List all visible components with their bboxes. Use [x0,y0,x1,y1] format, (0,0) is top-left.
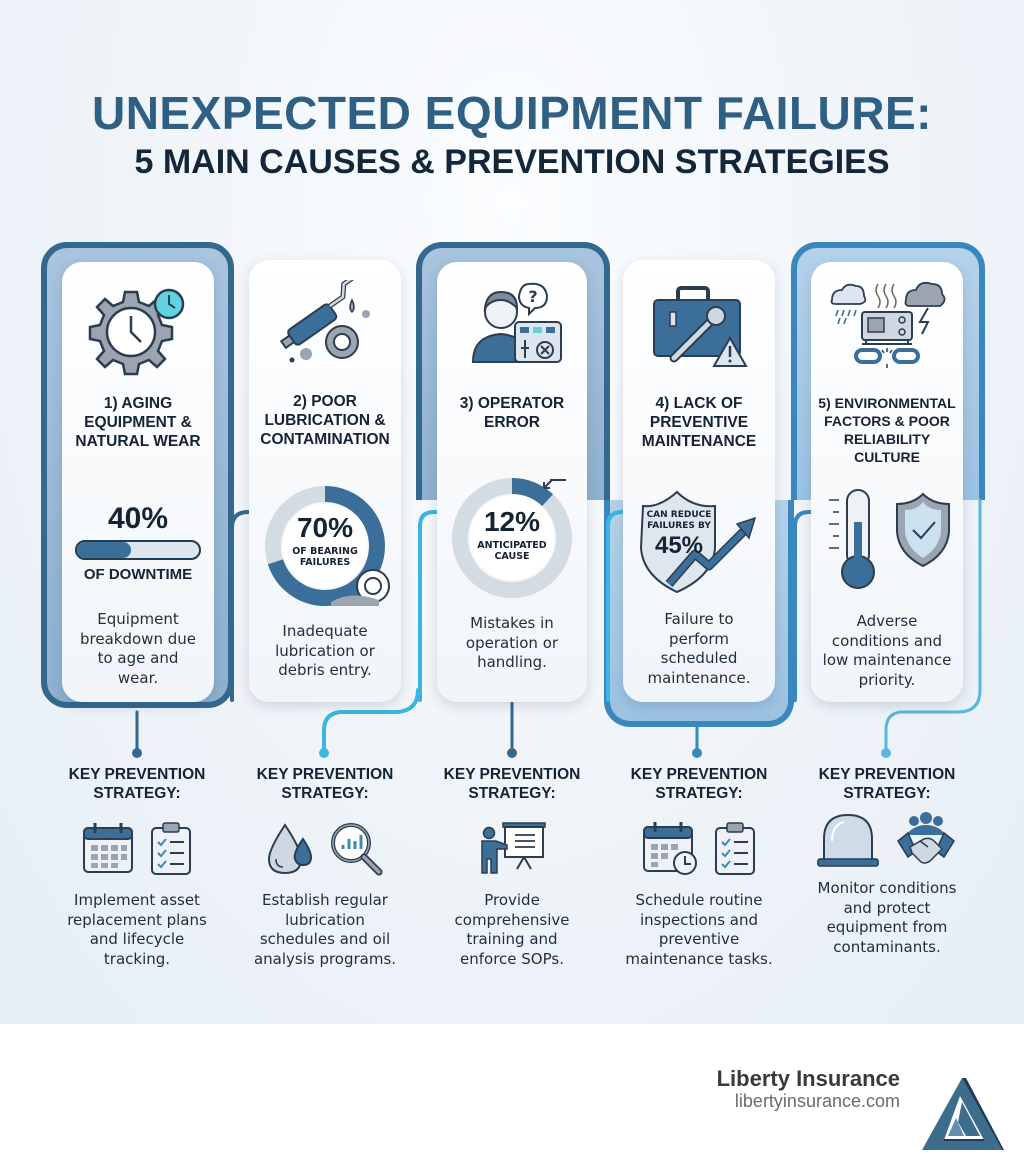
flow-connectors [132,498,982,758]
liberty-triangle-logo-icon [922,1078,1004,1150]
stat-value: 70% [296,512,354,543]
checklist-icon [715,822,755,875]
magnifier-chart-icon [331,823,383,876]
checklist-icon [151,822,191,875]
shield-stat: CAN REDUCE FAILURES BY 45% [629,488,769,598]
calendar-clock-icon [643,822,697,875]
cause-card-2: 2) POOR LUBRICATION & CONTAMINATION 70% … [249,260,401,702]
gear-clock-icon [62,280,214,376]
cause-description: Equipment breakdown due to age and wear. [80,610,196,687]
cause-description: Mistakes in operation or handling. [465,614,559,671]
donut-chart: 70% OF BEARING FAILURES [261,482,390,610]
cause-title: 1) AGING EQUIPMENT & NATURAL WEAR [75,395,201,450]
footer: Liberty Insurance libertyinsurance.com [0,1024,1024,1154]
cause-card-1: 1) AGING EQUIPMENT & NATURAL WEAR 40% OF… [62,262,214,702]
page-title: UNEXPECTED EQUIPMENT FAILURE: [91,87,932,139]
cause-title: 5) ENVIRONMENTAL FACTORS & POOR RELIABIL… [818,395,956,465]
stat-label: OF BEARING FAILURES [292,546,358,568]
operator-control-panel-icon: ? [437,278,587,372]
infographic: UNEXPECTED EQUIPMENT FAILURE: 5 MAIN CAU… [0,0,1024,1024]
stat-block: 40% OF DOWNTIME [62,502,214,583]
stat-label: OF DOWNTIME [83,566,193,583]
cause-description: Inadequate lubrication or debris entry. [275,622,375,679]
brand-name: Liberty Insurance [716,1066,900,1091]
stat-value: 45% [654,532,704,559]
progress-bar [75,540,201,560]
page-subtitle: 5 MAIN CAUSES & PREVENTION STRATEGIES [134,143,890,181]
weather-machine-broken-chain-icon [811,278,963,378]
cause-title: 2) POOR LUBRICATION & CONTAMINATION [260,393,390,448]
stat-label: CAN REDUCE FAILURES BY [646,510,712,531]
cause-title: 3) OPERATOR ERROR [459,395,565,431]
brand-url[interactable]: libertyinsurance.com [734,1091,900,1111]
team-handshake-icon [897,812,955,864]
calendar-icon [83,823,133,873]
cause-card-5: 5) ENVIRONMENTAL FACTORS & POOR RELIABIL… [811,262,963,702]
cause-card-4: 4) LACK OF PREVENTIVE MAINTENANCE CAN RE… [623,260,775,702]
cause-description: Failure to perform scheduled maintenance… [647,610,751,687]
stat-value: 12% [483,506,541,537]
oil-drops-icon [267,823,313,875]
cause-description: Adverse conditions and low maintenance p… [822,612,952,689]
trainer-presentation-icon [481,822,546,874]
svg-text:?: ? [528,287,537,306]
donut-chart: 12% ANTICIPATED CAUSE [448,474,576,602]
grease-gun-gear-icon [249,280,401,370]
cause-card-3: ? 3) OPERATOR ERROR 12% ANT [437,262,587,702]
stat-value: 40% [107,502,169,535]
toolbox-warning-icon [623,282,775,372]
thermometer-shield-icon [825,488,951,592]
cause-title: 4) LACK OF PREVENTIVE MAINTENANCE [641,395,757,450]
protective-cover-icon [817,813,879,867]
stat-label: ANTICIPATED CAUSE [477,540,547,562]
